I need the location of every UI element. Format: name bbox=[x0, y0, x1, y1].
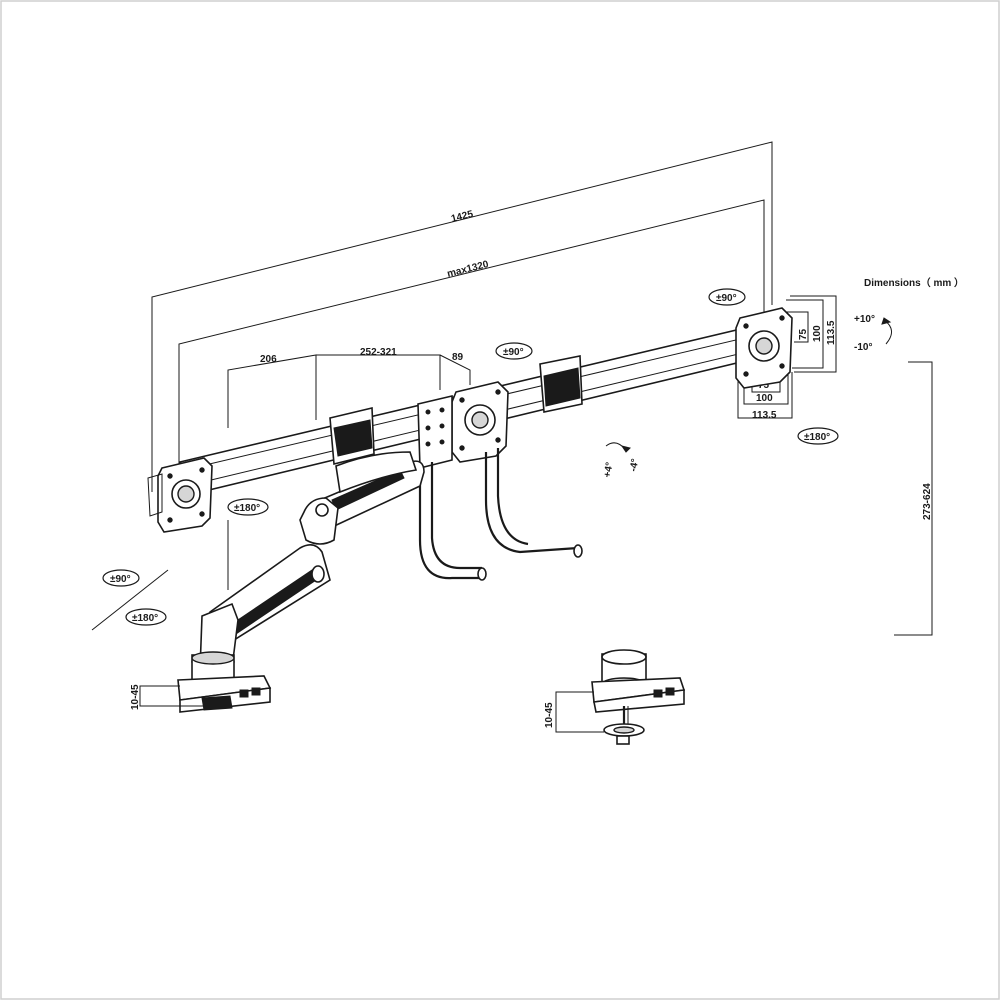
dimension-89: 89 bbox=[439, 352, 471, 385]
vesa-113-w-label: 113.5 bbox=[752, 410, 777, 421]
angle-rotate-center: ±90° bbox=[495, 342, 533, 360]
vesa-100-w-label: 100 bbox=[756, 393, 773, 404]
angle-rotate-arm: ±90° bbox=[102, 569, 140, 587]
dimension-206: 206 bbox=[227, 354, 317, 428]
dimension-1425: 1425 bbox=[151, 141, 773, 492]
grommet-thickness-label: 10-45 bbox=[544, 702, 555, 728]
vesa-plate-right bbox=[735, 307, 793, 389]
crossbar-clamp-right bbox=[539, 355, 583, 413]
svg-text:±180°: ±180° bbox=[804, 432, 830, 443]
svg-text:±180°: ±180° bbox=[234, 503, 260, 514]
svg-text:-10°: -10° bbox=[854, 342, 872, 353]
dim-1425-label: 1425 bbox=[450, 209, 475, 225]
angle-swivel-base: ±180° bbox=[125, 608, 167, 626]
svg-text:+4°: +4° bbox=[602, 461, 616, 478]
tilt-indicator-center: +4° -4° bbox=[602, 442, 641, 479]
vesa-113-h-label: 113.5 bbox=[826, 320, 837, 345]
dim-252-321-label: 252-321 bbox=[360, 347, 397, 358]
dimensions-unit-label: Dimensions（ mm ） bbox=[864, 276, 964, 289]
crossbar-clamp-left bbox=[329, 406, 375, 466]
vesa-plate-left bbox=[147, 457, 213, 533]
vesa-75-h-label: 75 bbox=[798, 328, 809, 340]
dimension-252-321: 252-321 bbox=[316, 347, 441, 390]
svg-text:±90°: ±90° bbox=[716, 293, 737, 304]
svg-text:±180°: ±180° bbox=[132, 613, 158, 624]
svg-text:±90°: ±90° bbox=[503, 347, 524, 358]
reference-line bbox=[91, 569, 169, 631]
svg-text:-4°: -4° bbox=[628, 458, 641, 473]
clamp-thickness-left: 10-45 bbox=[130, 684, 210, 710]
grommet-base-right bbox=[591, 649, 686, 745]
angle-swivel-right: ±180° bbox=[797, 427, 839, 445]
svg-text:±90°: ±90° bbox=[110, 574, 131, 585]
clamp-thickness-left-label: 10-45 bbox=[130, 684, 141, 710]
dim-89-label: 89 bbox=[452, 352, 464, 363]
dim-max1320-label: max1320 bbox=[446, 259, 490, 280]
grommet-thickness-right: 10-45 bbox=[544, 691, 604, 733]
vesa-100-h-label: 100 bbox=[812, 325, 823, 342]
tilt-indicator-right: +10° -10° bbox=[854, 314, 892, 353]
dim-height-label: 273-624 bbox=[922, 483, 933, 520]
angle-rotate-right: ±90° bbox=[708, 288, 746, 306]
center-support-pole bbox=[417, 394, 583, 581]
dimension-height: 273-624 bbox=[894, 361, 933, 636]
vesa-plate-center bbox=[451, 381, 509, 463]
angle-swivel-left: ±180° bbox=[227, 498, 269, 516]
svg-text:+10°: +10° bbox=[854, 314, 875, 325]
dim-206-label: 206 bbox=[260, 354, 277, 365]
